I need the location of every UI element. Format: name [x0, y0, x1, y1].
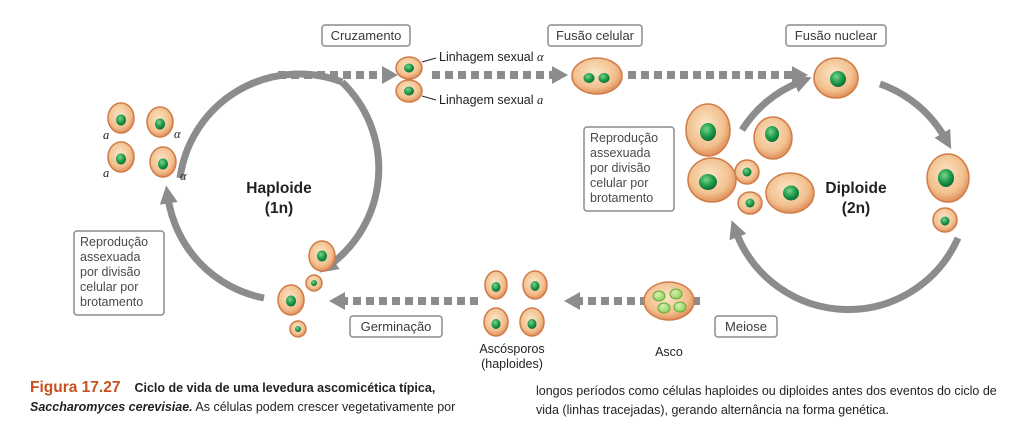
stage-label-cell-fusion: Fusão celular	[547, 24, 643, 47]
caption-left-column: Figura 17.27 Ciclo de vida de uma levedur…	[30, 378, 515, 417]
alpha-line-label: Linhagem sexual α	[439, 50, 544, 64]
stage-label-germination: Germinação	[349, 315, 443, 338]
diploid-arc-topright	[878, 80, 952, 149]
a-leader-line	[421, 95, 437, 101]
arrowhead-mating	[382, 66, 398, 84]
cell-fusion-cell	[571, 57, 623, 95]
diploid-right-cell	[926, 153, 970, 233]
asexual-haploid-line-2: assexuada	[80, 250, 141, 264]
arrowhead-nuclear-fusion	[792, 66, 808, 84]
diploid-arc-bottom	[729, 220, 962, 313]
haploid-ploidy: (1n)	[265, 200, 293, 217]
asexual-diploid-line-2: assexuada	[590, 146, 651, 160]
caption-text-right: longos períodos como células haploides o…	[536, 384, 997, 417]
mating-cells: Linhagem sexual α Linhagem sexual a	[395, 50, 544, 107]
haploid-cell-alpha-top	[146, 106, 174, 138]
ascospore-2	[522, 270, 548, 300]
haploid-cell-a-bottom	[107, 141, 135, 173]
haploid-arc-top	[176, 70, 344, 179]
haploid-cell-a-top	[107, 102, 135, 134]
haploid-cells-group: a α a α	[103, 102, 187, 183]
caption-right-column: longos períodos como células haploides o…	[536, 382, 1010, 420]
arrowhead-germination	[329, 292, 345, 310]
yeast-life-cycle-diagram: Cruzamento Fusão celular Fusão nuclear M…	[73, 24, 970, 371]
haploid-cycle-arrows	[159, 70, 383, 302]
haploid-bud-top	[308, 240, 336, 272]
asexual-diploid-line-4: celular por	[590, 176, 648, 190]
stage-label-meiosis: Meiose	[714, 315, 778, 338]
ascospore-1	[484, 270, 508, 300]
haploid-cell-alpha-bottom	[149, 146, 177, 178]
figure-number: Figura 17.27	[30, 379, 121, 396]
haploid-title: Haploide	[246, 180, 312, 197]
diploid-ploidy: (2n)	[842, 200, 870, 217]
mating-type-a-bottom: a	[103, 166, 109, 180]
germination-label: Germinação	[361, 319, 432, 334]
alpha-leader-line	[421, 57, 437, 63]
mating-type-alpha-top: α	[174, 127, 181, 141]
haploid-arc-left	[159, 185, 265, 302]
asexual-haploid-line-3: por divisão	[80, 265, 140, 279]
stage-label-nuclear-fusion: Fusão nuclear	[785, 24, 887, 47]
ascospores-label: Ascósporos	[479, 342, 544, 356]
asexual-box-diploid: Reprodução assexuada por divisão celular…	[583, 126, 675, 212]
haploid-budding-cells	[277, 240, 336, 338]
diploid-bud-1	[734, 159, 760, 185]
diploid-cell-4	[765, 172, 815, 214]
ascus	[643, 281, 695, 321]
asexual-haploid-line-4: celular por	[80, 280, 138, 294]
nuclear-fusion-cell	[813, 57, 859, 99]
asexual-diploid-line-5: brotamento	[590, 191, 653, 205]
haploid-arc-right	[319, 79, 383, 273]
asexual-diploid-line-3: por divisão	[590, 161, 650, 175]
mating-label: Cruzamento	[331, 28, 402, 43]
species-name: Saccharomyces cerevisiae.	[30, 400, 193, 414]
diploid-cell-1	[685, 103, 731, 157]
diploid-arc-topleft	[739, 75, 812, 132]
asexual-box-haploid: Reprodução assexuada por divisão celular…	[73, 230, 165, 316]
meiosis-label: Meiose	[725, 319, 767, 334]
caption-text-left: As células podem crescer vegetativamente…	[192, 400, 456, 414]
mating-cell-alpha	[395, 56, 423, 80]
haploid-bud-main	[277, 284, 305, 316]
nuclear-fusion-label: Fusão nuclear	[795, 28, 878, 43]
haploid-bud-bottom	[289, 320, 307, 338]
cell-fusion-label: Fusão celular	[556, 28, 635, 43]
diploid-cycle-arrows	[729, 75, 962, 313]
asexual-haploid-line-1: Reprodução	[80, 235, 148, 249]
ascospore-4	[519, 307, 545, 337]
diploid-bud-2	[737, 191, 763, 215]
arrowhead-cell-fusion	[552, 66, 568, 84]
diploid-cell-2	[687, 157, 737, 203]
haploid-bud-small	[305, 274, 323, 292]
a-line-label: Linhagem sexual a	[439, 93, 543, 107]
mating-type-a-top: a	[103, 128, 109, 142]
figure-caption: Figura 17.27 Ciclo de vida de uma levedur…	[30, 378, 1010, 428]
diploid-cell-3	[753, 116, 793, 160]
arrowhead-ascospores	[564, 292, 580, 310]
ascus-label: Asco	[655, 345, 683, 359]
asexual-haploid-line-5: brotamento	[80, 295, 143, 309]
dashed-arrowheads	[329, 66, 808, 310]
ascospores	[483, 270, 548, 337]
mating-cell-a	[395, 79, 423, 103]
mating-type-alpha-bottom: α	[180, 169, 187, 183]
ascospores-haploid-label: (haploides)	[481, 357, 543, 371]
ascospore-3	[483, 307, 509, 337]
diploid-title: Diploide	[825, 180, 887, 197]
figure-title: Ciclo de vida de uma levedura ascomicéti…	[134, 381, 436, 395]
asexual-diploid-line-1: Reprodução	[590, 131, 658, 145]
stage-label-mating: Cruzamento	[321, 24, 411, 47]
diploid-budding-cells	[685, 103, 815, 215]
